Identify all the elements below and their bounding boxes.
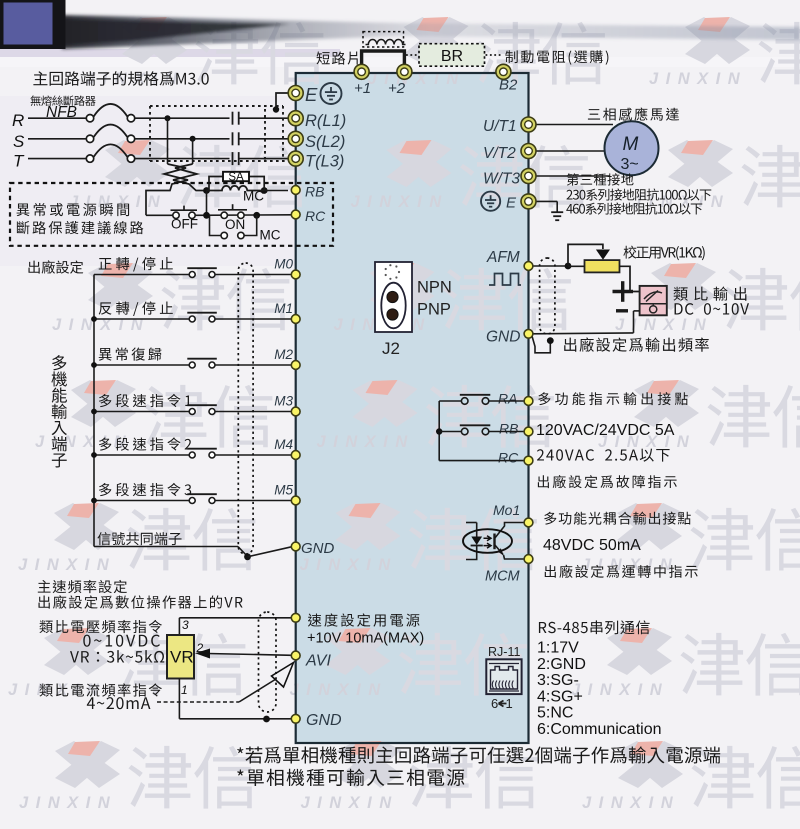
svg-text:M: M	[623, 134, 639, 155]
svg-text:ON: ON	[225, 217, 245, 232]
svg-text:AFM: AFM	[486, 249, 520, 266]
svg-text:Mo1: Mo1	[493, 502, 520, 518]
svg-text:RJ-11: RJ-11	[488, 645, 520, 659]
svg-text:OFF: OFF	[171, 217, 198, 232]
svg-text:48VDC 50mA: 48VDC 50mA	[543, 537, 641, 554]
svg-text:M2: M2	[274, 347, 293, 362]
svg-text:MCM: MCM	[485, 569, 521, 585]
svg-text:JINXIN: JINXIN	[351, 193, 449, 211]
svg-text:+1: +1	[354, 80, 371, 97]
svg-text:RA: RA	[498, 391, 517, 407]
svg-text:5:NC: 5:NC	[537, 705, 573, 722]
svg-text:R(L1): R(L1)	[305, 112, 346, 130]
svg-text:JINXIN: JINXIN	[632, 193, 730, 211]
svg-text:J2: J2	[382, 339, 400, 358]
svg-text:3~: 3~	[621, 156, 639, 173]
svg-text:AVI: AVI	[305, 653, 331, 670]
svg-text:JINXIN: JINXIN	[300, 556, 398, 574]
svg-text:M3: M3	[274, 394, 293, 409]
svg-text:MC: MC	[243, 189, 264, 204]
svg-text:NPN: NPN	[417, 279, 452, 297]
svg-text:2:GND: 2:GND	[537, 656, 586, 673]
svg-text:JINXIN: JINXIN	[615, 316, 713, 334]
svg-text:+2: +2	[388, 80, 406, 97]
svg-text:V/T2: V/T2	[483, 145, 516, 162]
svg-text:T: T	[13, 152, 25, 171]
svg-text:1:17V: 1:17V	[537, 640, 579, 657]
svg-text:M1: M1	[274, 301, 293, 316]
svg-text:RC: RC	[498, 450, 519, 466]
svg-text:+10V 10mA(MAX): +10V 10mA(MAX)	[307, 631, 424, 647]
svg-text:M4: M4	[274, 437, 293, 452]
svg-text:T(L3): T(L3)	[305, 153, 344, 171]
svg-text:JINXIN: JINXIN	[19, 794, 117, 812]
svg-text:B2: B2	[499, 77, 518, 94]
svg-text:2: 2	[196, 641, 204, 655]
svg-text:3: 3	[182, 618, 189, 632]
svg-text:JINXIN: JINXIN	[649, 70, 747, 88]
svg-text:R: R	[12, 111, 24, 130]
svg-text:BR: BR	[441, 48, 463, 65]
svg-text:4:SG+: 4:SG+	[537, 688, 583, 705]
svg-text:1: 1	[506, 696, 513, 711]
svg-text:M5: M5	[274, 483, 293, 498]
svg-text:W/T3: W/T3	[483, 171, 520, 188]
svg-text:U/T1: U/T1	[483, 118, 517, 135]
svg-text:RB: RB	[305, 184, 324, 200]
svg-text:RC: RC	[305, 208, 326, 224]
svg-text:S(L2): S(L2)	[305, 133, 345, 151]
svg-text:6: 6	[491, 696, 498, 711]
svg-text:JINXIN: JINXIN	[35, 433, 133, 451]
svg-text:E: E	[305, 84, 318, 105]
svg-text:GND: GND	[301, 540, 335, 557]
svg-text:120VAC/24VDC 5A: 120VAC/24VDC 5A	[536, 422, 675, 439]
svg-text:PNP: PNP	[417, 301, 451, 319]
svg-text:JINXIN: JINXIN	[18, 556, 116, 574]
svg-text:6:Communication: 6:Communication	[537, 721, 662, 738]
svg-text:JINXIN: JINXIN	[317, 433, 415, 451]
svg-text:E: E	[506, 195, 517, 212]
svg-text:GND: GND	[306, 712, 342, 729]
svg-text:RB: RB	[499, 421, 518, 437]
svg-text:SA: SA	[228, 171, 244, 183]
svg-text:JINXIN: JINXIN	[290, 681, 388, 699]
svg-text:1: 1	[181, 683, 188, 697]
svg-text:M0: M0	[274, 257, 293, 272]
svg-text:JINXIN: JINXIN	[598, 433, 696, 451]
svg-text:S: S	[13, 132, 25, 151]
svg-text:GND: GND	[486, 329, 520, 346]
svg-text:JINXIN: JINXIN	[368, 70, 466, 88]
svg-text:MC: MC	[260, 228, 281, 243]
svg-text:JINXIN: JINXIN	[52, 316, 150, 334]
svg-text:NFB: NFB	[46, 104, 77, 121]
svg-text:JINXIN: JINXIN	[582, 794, 680, 812]
svg-text:JINXIN: JINXIN	[301, 794, 399, 812]
svg-text:JINXIN: JINXIN	[571, 681, 669, 699]
svg-text:VR: VR	[170, 648, 194, 667]
svg-text:3:SG-: 3:SG-	[537, 672, 579, 689]
